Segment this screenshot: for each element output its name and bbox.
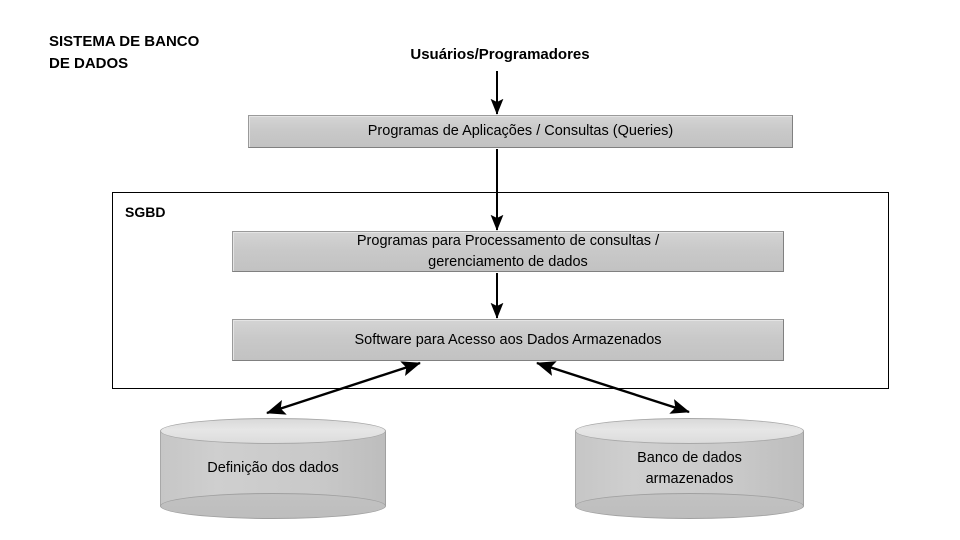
box-application-programs-queries[interactable]: Programas de Aplicações / Consultas (Que…: [248, 115, 793, 148]
box-query-processing-programs[interactable]: Programas para Processamento de consulta…: [232, 231, 784, 272]
box-stored-data-access-software[interactable]: Software para Acesso aos Dados Armazenad…: [232, 319, 784, 361]
sgbd-frame: [112, 192, 889, 389]
cylinder-bottom-ellipse: [160, 493, 386, 519]
cylinder-top-ellipse: [160, 418, 386, 444]
cylinder-stored-database-label: Banco de dados armazenados: [637, 449, 742, 487]
cylinder-top-ellipse: [575, 418, 804, 444]
sgbd-label: SGBD: [125, 204, 166, 220]
cylinder-data-definition-label: Definição dos dados: [207, 460, 339, 476]
diagram-title: SISTEMA DE BANCO DE DADOS: [49, 33, 200, 72]
users-programmers-label: Usuários/Programadores: [410, 46, 590, 63]
cylinder-stored-database[interactable]: Banco de dados armazenados: [575, 418, 804, 519]
cylinder-bottom-ellipse: [575, 493, 804, 519]
cylinder-data-definition[interactable]: Definição dos dados: [160, 418, 386, 519]
